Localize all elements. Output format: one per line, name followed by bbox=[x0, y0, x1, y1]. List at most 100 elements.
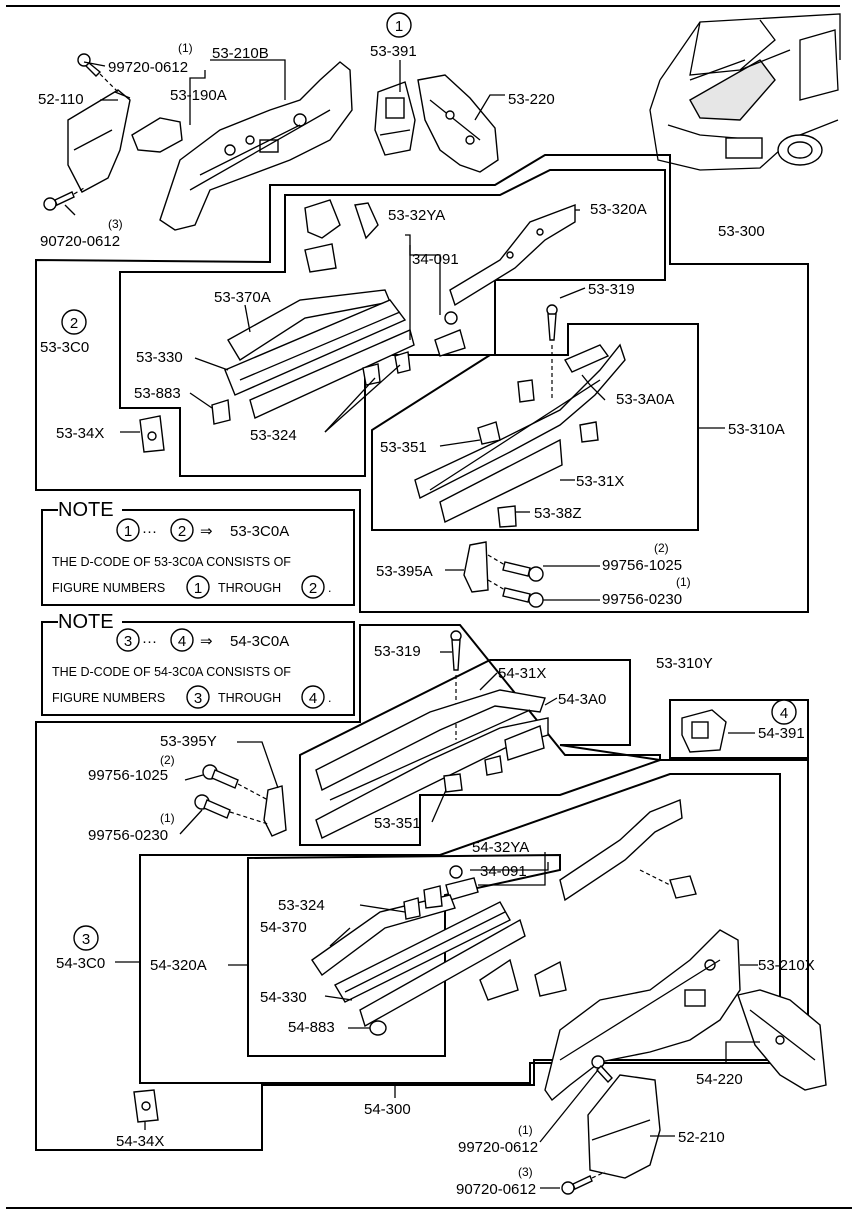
part-label: 54-320A bbox=[150, 957, 207, 974]
part-53-320a-rail bbox=[449, 203, 576, 307]
part-label: 53-351 bbox=[374, 815, 421, 832]
note-box-1: NOTE 1 ··· 2 ⇒ 53-3C0A THE D-CODE OF 53-… bbox=[41, 499, 355, 606]
svg-text:FIGURE NUMBERS: FIGURE NUMBERS bbox=[52, 691, 165, 705]
part-label: 53-210B bbox=[212, 45, 269, 62]
circled-number-2: 2 bbox=[61, 309, 87, 335]
qty-label: (3) bbox=[108, 217, 123, 231]
part-label: 53-391 bbox=[370, 43, 417, 60]
circled-number-4: 4 bbox=[771, 699, 797, 725]
part-54-31x-rails bbox=[315, 689, 549, 839]
part-53-220-panel bbox=[417, 74, 499, 173]
part-label: 53-330 bbox=[136, 349, 183, 366]
part-label: 53-310Y bbox=[656, 655, 713, 672]
svg-text:NOTE: NOTE bbox=[58, 499, 114, 521]
part-label: 52-210 bbox=[678, 1129, 725, 1146]
part-label: 99720-0612 bbox=[108, 59, 188, 76]
part-label: 53-324 bbox=[278, 897, 325, 914]
part-53-395y-bracket bbox=[229, 783, 287, 837]
part-label: 99756-0230 bbox=[602, 591, 682, 608]
part-label: 54-3A0 bbox=[558, 691, 606, 708]
part-54-320a-rail bbox=[559, 799, 697, 902]
part-label: 54-34X bbox=[116, 1133, 164, 1150]
part-label: 54-31X bbox=[498, 665, 546, 682]
part-label: 53-310A bbox=[728, 421, 785, 438]
svg-text:3: 3 bbox=[194, 690, 202, 707]
svg-text:1: 1 bbox=[395, 18, 403, 35]
part-label: 54-220 bbox=[696, 1071, 743, 1088]
part-label: 53-319 bbox=[588, 281, 635, 298]
svg-text:4: 4 bbox=[309, 690, 317, 707]
part-53-324-top bbox=[362, 351, 411, 386]
bolt-99756-0230-mid bbox=[194, 794, 231, 819]
part-label: 53-3A0A bbox=[616, 391, 674, 408]
part-label: 53-883 bbox=[134, 385, 181, 402]
svg-text:54-3C0A: 54-3C0A bbox=[230, 633, 289, 650]
svg-text:2: 2 bbox=[309, 580, 317, 597]
svg-text:THROUGH: THROUGH bbox=[218, 581, 281, 595]
part-label: 53-324 bbox=[250, 427, 297, 444]
part-label: 34-091 bbox=[480, 863, 527, 880]
svg-text:3: 3 bbox=[82, 931, 90, 948]
svg-text:⇒: ⇒ bbox=[200, 633, 213, 650]
part-52-210-cover bbox=[587, 1074, 661, 1179]
note-box-2: NOTE 3 ··· 4 ⇒ 54-3C0A THE D-CODE OF 54-… bbox=[41, 611, 355, 716]
part-53-883 bbox=[211, 399, 231, 425]
part-label: 53-395A bbox=[376, 563, 433, 580]
part-labels: (1) 99720-0612 53-210B 53-391 52-110 53-… bbox=[38, 41, 815, 1198]
part-label: 34-091 bbox=[412, 251, 459, 268]
svg-text:3: 3 bbox=[124, 633, 132, 650]
part-label: 54-300 bbox=[364, 1101, 411, 1118]
group-54-3c0-outline bbox=[35, 624, 809, 1151]
part-54-220-panel bbox=[737, 989, 827, 1091]
part-34-091-top bbox=[434, 311, 466, 357]
part-54-34x bbox=[133, 1089, 159, 1123]
part-label: 99720-0612 bbox=[458, 1139, 538, 1156]
svg-text:2: 2 bbox=[70, 315, 78, 332]
part-54-883 bbox=[369, 1020, 387, 1036]
qty-label: (1) bbox=[178, 41, 193, 55]
part-label: 54-330 bbox=[260, 989, 307, 1006]
group-54-32ya-inner-outline bbox=[247, 853, 561, 1057]
part-34-091-mid bbox=[445, 865, 479, 901]
group-53-3c0-outline bbox=[35, 154, 809, 613]
part-label: 99756-1025 bbox=[88, 767, 168, 784]
group-53-310y-outline bbox=[299, 659, 661, 846]
part-label: 54-370 bbox=[260, 919, 307, 936]
part-label: 53-351 bbox=[380, 439, 427, 456]
svg-text:THE D-CODE OF 53-3C0A CONSISTS: THE D-CODE OF 53-3C0A CONSISTS OF bbox=[52, 555, 291, 569]
bolt-53-319-mid bbox=[450, 630, 462, 740]
part-54-370-and-54-330-rails bbox=[311, 885, 526, 1028]
bolt-90720-bot bbox=[561, 1171, 606, 1195]
qty-label: (1) bbox=[160, 811, 175, 825]
part-53-395a-bracket bbox=[463, 541, 506, 593]
svg-text:NOTE: NOTE bbox=[58, 611, 114, 633]
group-53-310a-outline bbox=[371, 323, 699, 531]
part-label: 54-32YA bbox=[472, 839, 529, 856]
part-label: 53-32YA bbox=[388, 207, 445, 224]
qty-label: (1) bbox=[518, 1123, 533, 1137]
part-label: 99756-0230 bbox=[88, 827, 168, 844]
svg-text:1: 1 bbox=[194, 580, 202, 597]
svg-text:53-3C0A: 53-3C0A bbox=[230, 523, 289, 540]
group-54-391-outline bbox=[669, 699, 809, 759]
svg-text:THROUGH: THROUGH bbox=[218, 691, 281, 705]
part-label: 54-3C0 bbox=[56, 955, 105, 972]
part-label: 53-31X bbox=[576, 473, 624, 490]
part-label: 53-210X bbox=[758, 957, 815, 974]
part-label: 53-220 bbox=[508, 91, 555, 108]
vehicle-illustration bbox=[649, 13, 841, 171]
circled-number-3: 3 bbox=[73, 925, 99, 951]
svg-text:4: 4 bbox=[780, 705, 788, 722]
part-label: 99756-1025 bbox=[602, 557, 682, 574]
svg-text:FIGURE NUMBERS: FIGURE NUMBERS bbox=[52, 581, 165, 595]
part-54-391-bracket bbox=[681, 709, 727, 753]
svg-text:···: ··· bbox=[142, 523, 157, 540]
svg-text:···: ··· bbox=[142, 633, 157, 650]
circled-number-1: 1 bbox=[386, 12, 412, 38]
part-label: 52-110 bbox=[38, 91, 84, 108]
qty-label: (3) bbox=[518, 1165, 533, 1179]
qty-label: (2) bbox=[654, 541, 669, 555]
bolt-53-319-top bbox=[546, 304, 558, 400]
part-53-391-bracket bbox=[374, 81, 416, 156]
